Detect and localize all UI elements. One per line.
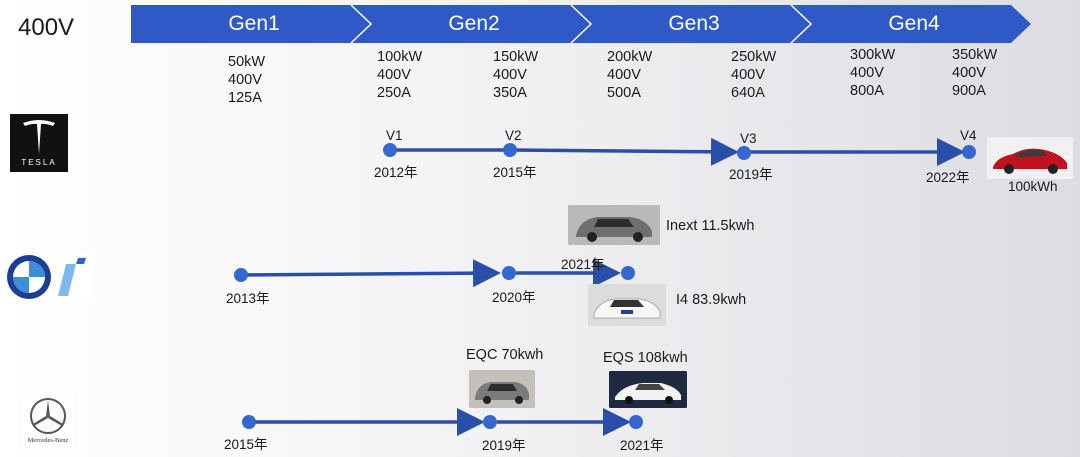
benz-year-2015: 2015年 [224, 433, 268, 453]
bmw-dot-2013 [234, 268, 248, 282]
spec-block-6: 300kW 400V 800A [850, 46, 895, 100]
gen2-label: Gen2 [414, 12, 534, 36]
tesla-version-v2: V2 [505, 128, 522, 143]
benz-dot-2021 [629, 415, 643, 429]
benz-dot-2019 [483, 415, 497, 429]
mercedes-star-icon [22, 395, 74, 437]
spec-power: 300kW [850, 46, 895, 64]
tesla-dot-v4 [962, 145, 976, 159]
tesla-year-2019: 2019年 [729, 163, 773, 183]
benz-eqs-label: EQS 108kwh [603, 350, 688, 366]
tesla-version-v1: V1 [386, 128, 403, 143]
tesla-dot-v3 [737, 146, 751, 160]
spec-power: 150kW [493, 48, 538, 66]
bmw-i4-image [588, 284, 666, 326]
spec-current: 350A [493, 84, 538, 102]
tesla-timeline-seg2 [512, 150, 732, 152]
tesla-dot-v2 [503, 143, 517, 157]
bmw-logo [4, 252, 94, 302]
bmw-year-2021: 2021年 [561, 253, 605, 273]
spec-block-3: 150kW 400V 350A [493, 48, 538, 102]
bmw-roundel-icon [4, 252, 94, 302]
spec-block-5: 250kW 400V 640A [731, 48, 776, 102]
white-sedan-icon [609, 371, 687, 408]
spec-voltage: 400V [850, 64, 895, 82]
grey-suv-icon [469, 370, 535, 408]
spec-voltage: 400V [952, 64, 997, 82]
mercedes-logo: Mercedes-Benz [22, 395, 74, 449]
spec-current: 125A [228, 89, 265, 107]
gen1-label: Gen1 [194, 12, 314, 36]
spec-power: 50kW [228, 53, 265, 71]
bmw-year-2013: 2013年 [226, 287, 270, 307]
tesla-dot-v1 [383, 143, 397, 157]
bmw-dot-2020 [502, 266, 516, 280]
benz-eqs-image [609, 371, 687, 408]
spec-current: 500A [607, 84, 652, 102]
spec-current: 900A [952, 82, 997, 100]
spec-block-1: 50kW 400V 125A [228, 53, 265, 107]
spec-power: 200kW [607, 48, 652, 66]
tesla-year-2012: 2012年 [374, 161, 418, 181]
spec-current: 250A [377, 84, 422, 102]
bmw-inext-image [568, 205, 660, 245]
bmw-inext-label: Inext 11.5kwh [666, 218, 754, 234]
spec-power: 350kW [952, 46, 997, 64]
spec-current: 800A [850, 82, 895, 100]
bmw-i4-label: I4 83.9kwh [676, 292, 746, 308]
bmw-year-2020: 2020年 [492, 286, 536, 306]
gen4-label: Gen4 [854, 12, 974, 36]
spec-power: 100kW [377, 48, 422, 66]
tesla-car-image [987, 137, 1073, 179]
benz-dot-2015 [242, 415, 256, 429]
spec-voltage: 400V [607, 66, 652, 84]
tesla-version-v3: V3 [740, 131, 757, 146]
white-sedan-icon [588, 284, 666, 326]
tesla-logo: TESLA [10, 114, 68, 172]
spec-block-7: 350kW 400V 900A [952, 46, 997, 100]
spec-block-2: 100kW 400V 250A [377, 48, 422, 102]
tesla-t-icon [10, 114, 68, 158]
bmw-timeline-seg1 [241, 273, 494, 275]
spec-voltage: 400V [228, 71, 265, 89]
mercedes-logo-text: Mercedes-Benz [22, 437, 74, 444]
benz-year-2021: 2021年 [620, 434, 664, 454]
spec-block-4: 200kW 400V 500A [607, 48, 652, 102]
benz-year-2019: 2019年 [482, 434, 526, 454]
tesla-car-label: 100kWh [1008, 179, 1058, 194]
tesla-year-2015: 2015年 [493, 161, 537, 181]
spec-voltage: 400V [731, 66, 776, 84]
bmw-dot-2021 [621, 266, 635, 280]
gen3-label: Gen3 [634, 12, 754, 36]
tesla-logo-text: TESLA [10, 158, 68, 167]
benz-eqc-image [469, 370, 535, 408]
spec-power: 250kW [731, 48, 776, 66]
spec-voltage: 400V [493, 66, 538, 84]
tesla-version-v4: V4 [960, 128, 977, 143]
spec-current: 640A [731, 84, 776, 102]
benz-eqc-label: EQC 70kwh [466, 347, 543, 363]
grey-suv-icon [568, 205, 660, 245]
spec-voltage: 400V [377, 66, 422, 84]
red-car-icon [987, 137, 1073, 179]
tesla-year-2022: 2022年 [926, 166, 970, 186]
